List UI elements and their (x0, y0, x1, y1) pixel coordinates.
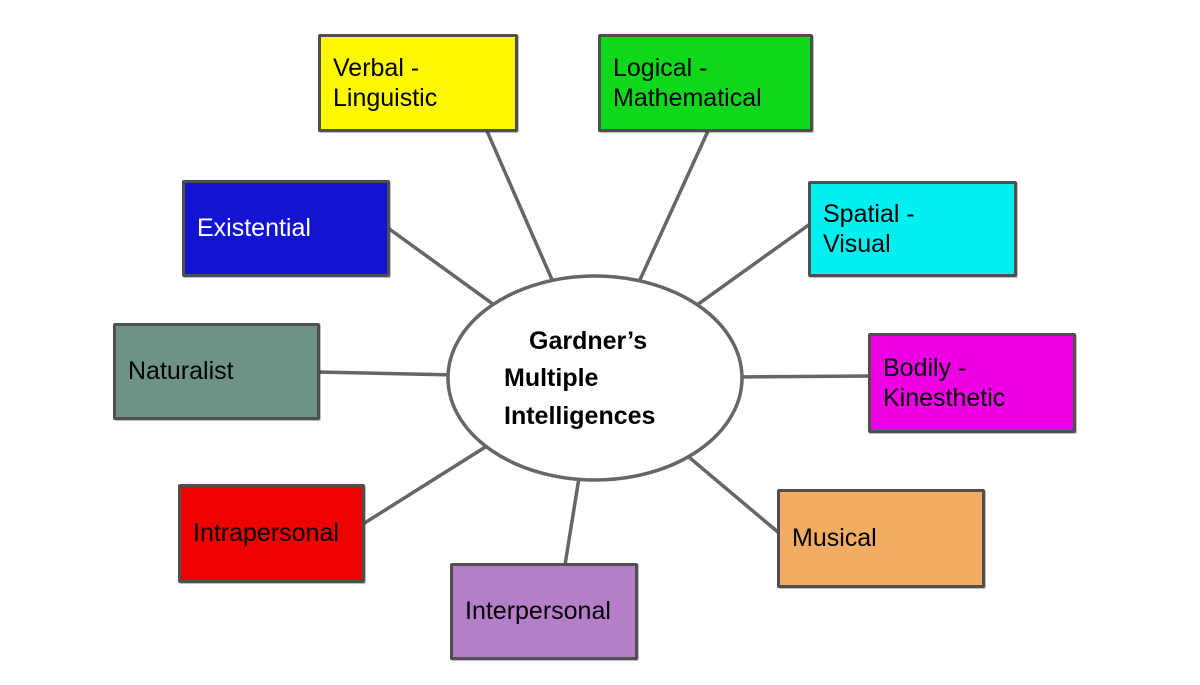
node-bodily-kinesthetic: Bodily - Kinesthetic (868, 333, 1076, 433)
node-existential: Existential (182, 180, 390, 277)
node-naturalist: Naturalist (113, 323, 320, 420)
node-logical-mathematical: Logical - Mathematical (598, 34, 813, 132)
center-node: Gardner’s Multiple Intelligences (448, 277, 742, 481)
center-node-label: Gardner’s Multiple Intelligences (504, 326, 656, 430)
node-musical: Musical (777, 489, 985, 588)
node-verbal-linguistic: Verbal - Linguistic (318, 34, 518, 132)
node-intrapersonal: Intrapersonal (178, 484, 365, 583)
node-interpersonal: Interpersonal (450, 563, 638, 660)
center-ellipse (446, 274, 744, 482)
node-spatial-visual: Spatial - Visual (808, 181, 1017, 277)
